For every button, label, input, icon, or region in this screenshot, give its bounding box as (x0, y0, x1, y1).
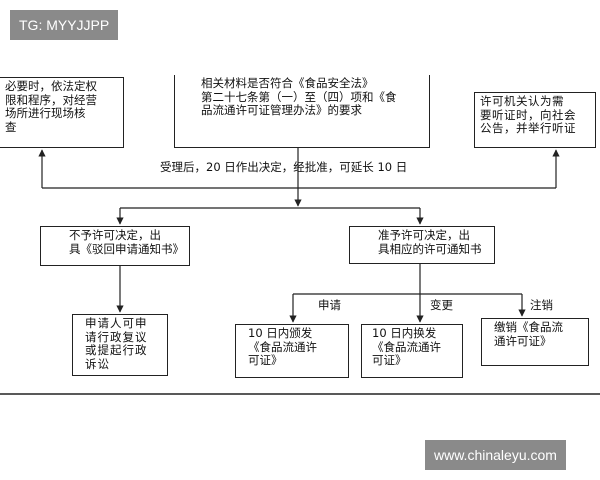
watermark-top: TG: MYYJJPP (10, 10, 119, 40)
label-apply: 申请 (318, 298, 341, 312)
box-issue: 10 日内颁发 《食品流通许 可证》 (235, 324, 349, 378)
box-renew: 10 日内换发 《食品流通许 可证》 (361, 324, 463, 378)
watermark-bottom: www.chinaleyu.com (425, 440, 566, 470)
box-cancel: 缴销《食品流 通许可证》 (481, 318, 589, 366)
label-revoke: 注销 (530, 298, 553, 312)
label-change: 变更 (430, 298, 453, 312)
box-deny: 不予许可决定，出 具《驳回申请通知书》 (40, 226, 190, 266)
box-materials: 相关材料是否符合《食品安全法》 第二十七条第（一）至（四）项和《食 品流通许可证… (174, 75, 430, 148)
decision-note: 受理后，20 日作出决定，经批准，可延长 10 日 (160, 160, 408, 174)
box-site-check: 必要时，依法定权 限和程序，对经营 场所进行现场核 查 (0, 77, 124, 148)
box-hearing: 许可机关认为需 要听证时，向社会 公告，并举行听证 (474, 92, 596, 148)
box-appeal: 申请人可申 请行政复议 或提起行政 诉讼 (72, 314, 168, 376)
box-approve: 准予许可决定，出 具相应的许可通知书 (349, 226, 495, 264)
